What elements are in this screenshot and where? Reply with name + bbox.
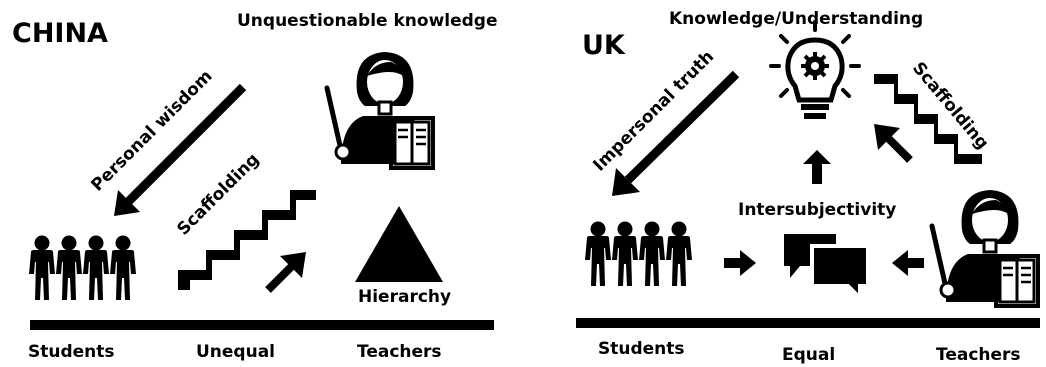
china-stairs-icon (178, 172, 316, 290)
uk-panel: UK Knowledge/Understanding Impersonal tr… (576, 9, 1040, 365)
uk-diagonal-arrow-icon (874, 124, 913, 163)
china-axis-teachers: Teachers (357, 342, 442, 362)
china-panel: CHINA Unquestionable knowledge Personal … (12, 11, 498, 362)
uk-right-arrow-icon (724, 250, 756, 276)
uk-baseline (576, 318, 1040, 328)
uk-teacher-icon (932, 190, 1038, 306)
china-top-label: Unquestionable knowledge (237, 11, 498, 31)
china-axis-students: Students (28, 342, 115, 362)
china-students-icon (29, 236, 136, 301)
hierarchy-triangle-icon (355, 206, 443, 282)
uk-axis-equal: Equal (782, 345, 835, 365)
china-axis-unequal: Unequal (196, 342, 275, 362)
uk-axis-teachers: Teachers (936, 345, 1021, 365)
china-teacher-icon (327, 52, 433, 168)
impersonal-truth-arrow-icon (612, 70, 740, 196)
personal-wisdom-arrow-icon (114, 83, 247, 216)
lightbulb-gear-icon (769, 20, 861, 119)
china-scaffolding-label: Scaffolding (173, 149, 263, 239)
uk-top-label: Knowledge/Understanding (669, 9, 923, 29)
china-baseline (30, 320, 494, 330)
uk-title: UK (582, 30, 626, 61)
uk-stairs-icon (874, 74, 982, 164)
uk-up-arrow-icon (803, 150, 831, 184)
chat-bubbles-icon (784, 234, 870, 303)
uk-axis-students: Students (598, 339, 685, 359)
uk-left-arrow-icon (892, 250, 924, 276)
intersubjectivity-label: Intersubjectivity (738, 200, 896, 220)
uk-students-icon (585, 222, 692, 287)
hierarchy-label: Hierarchy (358, 287, 451, 307)
china-title: CHINA (12, 18, 108, 49)
china-up-arrow-icon (265, 252, 306, 293)
